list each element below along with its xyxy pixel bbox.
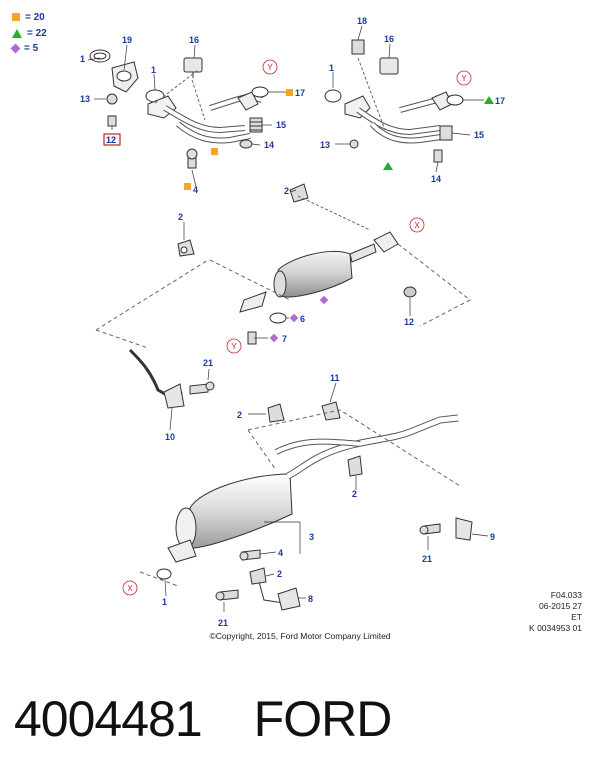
callout-2: 2 — [237, 410, 242, 420]
ref-marker-y: Y — [267, 63, 273, 72]
callout-17: 17 — [495, 96, 505, 106]
orange-square-icon — [211, 148, 218, 155]
ref-marker-x: X — [414, 221, 420, 230]
callout-12: 12 — [106, 135, 116, 145]
orange-square-icon — [12, 13, 20, 21]
legend-text: = 20 — [25, 11, 45, 23]
callout-21: 21 — [203, 358, 213, 368]
legend-row-diamond: = 5 — [10, 41, 39, 55]
callout-13: 13 — [80, 94, 90, 104]
rear-muffler-assembly — [139, 401, 473, 611]
callout-8: 8 — [308, 594, 313, 604]
callout-1: 1 — [151, 65, 156, 75]
green-triangle-icon — [484, 96, 494, 104]
front-pipe-assembly-right — [324, 39, 464, 163]
drawing-reference: F04.033 06-2015 27 ET K 0034953 01 — [529, 590, 582, 634]
callout-7: 7 — [282, 334, 287, 344]
callout-4: 4 — [278, 548, 283, 558]
legend-row-square: = 20 — [12, 10, 45, 24]
callout-21: 21 — [218, 618, 228, 628]
callout-13: 13 — [320, 140, 330, 150]
callout-11: 11 — [330, 373, 340, 383]
callout-2: 2 — [178, 212, 183, 222]
callout-15: 15 — [474, 130, 484, 140]
callout-2: 2 — [352, 489, 357, 499]
callout-14: 14 — [431, 174, 441, 184]
callout-numbers: 1 19 1 16 13 12 4 17 15 14 18 1 16 17 15… — [80, 16, 505, 628]
callout-18: 18 — [357, 16, 367, 26]
callout-19: 19 — [122, 35, 132, 45]
colored-markers — [184, 89, 494, 343]
callout-16: 16 — [384, 34, 394, 44]
callout-1: 1 — [329, 63, 334, 73]
exhaust-system-diagram: Y Y X Y X — [80, 16, 505, 628]
reference-line: 06-2015 27 — [538, 601, 582, 611]
legend-row-triangle: = 22 — [12, 26, 47, 40]
orange-square-icon — [184, 183, 191, 190]
reference-line: F04.033 — [550, 590, 582, 600]
ref-marker-y: Y — [461, 74, 467, 83]
purple-diamond-icon — [319, 295, 329, 305]
reference-line: K 0034953 01 — [529, 623, 582, 633]
footer-caption: 4004481 FORD — [14, 690, 393, 748]
reference-markers — [122, 59, 472, 596]
callout-2: 2 — [277, 569, 282, 579]
copyright-text: ©Copyright, 2015, Ford Motor Company Lim… — [209, 631, 391, 641]
callout-12-highlight — [103, 133, 121, 146]
reference-line: ET — [571, 612, 582, 622]
brand-name: FORD — [253, 691, 393, 747]
callout-10: 10 — [165, 432, 175, 442]
catalytic-converter-assembly — [95, 183, 471, 409]
ref-marker-x: X — [127, 584, 133, 593]
callout-9: 9 — [490, 532, 495, 542]
callout-14: 14 — [264, 140, 274, 150]
callout-12: 12 — [404, 317, 414, 327]
callout-17: 17 — [295, 88, 305, 98]
callout-15: 15 — [276, 120, 286, 130]
callout-1: 1 — [80, 54, 85, 64]
callout-4: 4 — [193, 185, 198, 195]
purple-diamond-icon — [269, 333, 279, 343]
purple-diamond-icon — [289, 313, 299, 323]
callout-1: 1 — [162, 597, 167, 607]
callout-21: 21 — [422, 554, 432, 564]
green-triangle-icon — [12, 28, 22, 38]
front-pipe-assembly-left — [89, 49, 269, 169]
ref-marker-y: Y — [231, 342, 237, 351]
callout-3: 3 — [309, 532, 314, 542]
legend-text: = 5 — [24, 42, 39, 54]
leader-lines — [87, 25, 489, 612]
callout-6: 6 — [300, 314, 305, 324]
orange-square-icon — [286, 89, 293, 96]
part-number: 4004481 — [14, 691, 203, 747]
callout-2: 2 — [284, 186, 289, 196]
callout-16: 16 — [189, 35, 199, 45]
legend-text: = 22 — [27, 27, 47, 39]
green-triangle-icon — [383, 162, 393, 170]
